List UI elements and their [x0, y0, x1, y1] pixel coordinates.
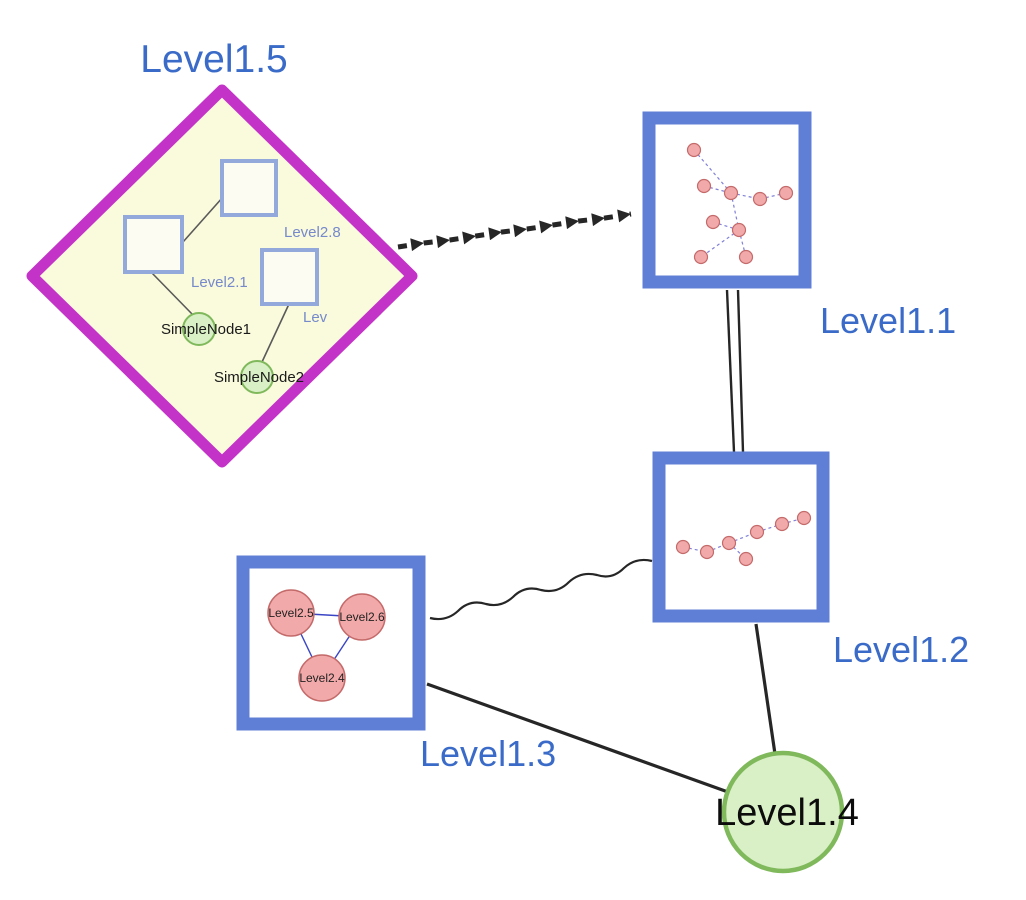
small-node[interactable] — [723, 185, 739, 201]
node-simplenode2[interactable]: SimpleNode2 — [214, 360, 304, 394]
edge-level2-1-to-level2-8[interactable] — [182, 196, 224, 243]
node-label-lev: Lev — [303, 309, 328, 326]
edge-level1-2-to-level1-3[interactable] — [429, 558, 653, 621]
small-node[interactable] — [796, 510, 812, 526]
edge-level1-2-to-level1-4[interactable] — [754, 623, 777, 755]
node-level1-3[interactable]: Level2.5 Level2.6 Level2.4 Level1.3 — [236, 555, 556, 774]
node-label-level2-8: Level2.8 — [284, 224, 341, 241]
node-label-level1-1: Level1.1 — [820, 300, 956, 341]
node-label-level1-5: Level1.5 — [140, 38, 287, 81]
node-label-level1-2: Level1.2 — [833, 629, 969, 670]
edge-level1-5-to-level1-1[interactable] — [397, 209, 632, 252]
node-level1-4[interactable]: Level1.4 — [715, 750, 859, 874]
diamond-shape[interactable] — [26, 84, 418, 468]
small-node[interactable] — [749, 524, 765, 540]
small-node[interactable] — [705, 214, 721, 230]
node-label-level1-4: Level1.4 — [715, 792, 859, 834]
small-node[interactable] — [738, 249, 754, 265]
edge-lev-to-simplenode2[interactable] — [261, 303, 290, 363]
small-node[interactable] — [752, 191, 768, 207]
node-label-level2-5: Level2.5 — [268, 606, 314, 620]
edge-level1-3-to-level1-4[interactable] — [426, 682, 729, 794]
small-node[interactable] — [686, 142, 702, 158]
small-node[interactable] — [774, 516, 790, 532]
node-label-level2-6: Level2.6 — [339, 610, 385, 624]
node-label-level1-3: Level1.3 — [420, 733, 556, 774]
level1-4-circle[interactable] — [721, 750, 845, 874]
node-label-level2-4: Level2.4 — [299, 671, 345, 685]
subgraph-level1-2 — [675, 510, 812, 567]
subgraph-level1-1 — [686, 142, 794, 265]
small-node[interactable] — [675, 539, 691, 555]
node-level1-2[interactable]: Level1.2 — [652, 451, 969, 670]
small-node[interactable] — [699, 544, 715, 560]
subgraph-level1-3: Level2.5 Level2.6 Level2.4 — [267, 589, 386, 702]
node-level1-5[interactable]: Level1.5 Level2.8 Level2.1 Lev SimpleNod… — [26, 38, 418, 468]
node-level2-4[interactable]: Level2.4 — [298, 654, 346, 702]
small-node[interactable] — [778, 185, 794, 201]
level1-1-frame[interactable] — [642, 111, 812, 289]
node-label-simplenode1: SimpleNode1 — [161, 321, 251, 338]
small-node[interactable] — [693, 249, 709, 265]
small-node[interactable] — [738, 551, 754, 567]
node-level2-8[interactable]: Level2.8 — [220, 159, 341, 241]
node-simplenode1[interactable]: SimpleNode1 — [161, 312, 251, 346]
node-level2-6[interactable]: Level2.6 — [338, 593, 386, 641]
node-lev[interactable]: Lev — [260, 248, 328, 326]
edge-level2-1-to-simplenode1[interactable] — [150, 271, 194, 316]
edge-level1-1-to-level1-2[interactable] — [725, 289, 745, 453]
node-label-level2-1: Level2.1 — [191, 274, 248, 291]
small-node[interactable] — [721, 535, 737, 551]
node-level1-1[interactable]: Level1.1 — [642, 111, 956, 341]
node-label-simplenode2: SimpleNode2 — [214, 369, 304, 386]
node-level2-1[interactable]: Level2.1 — [123, 215, 248, 291]
node-level2-5[interactable]: Level2.5 — [267, 589, 315, 637]
level1-2-frame[interactable] — [652, 451, 830, 623]
small-node[interactable] — [731, 222, 747, 238]
small-node[interactable] — [696, 178, 712, 194]
